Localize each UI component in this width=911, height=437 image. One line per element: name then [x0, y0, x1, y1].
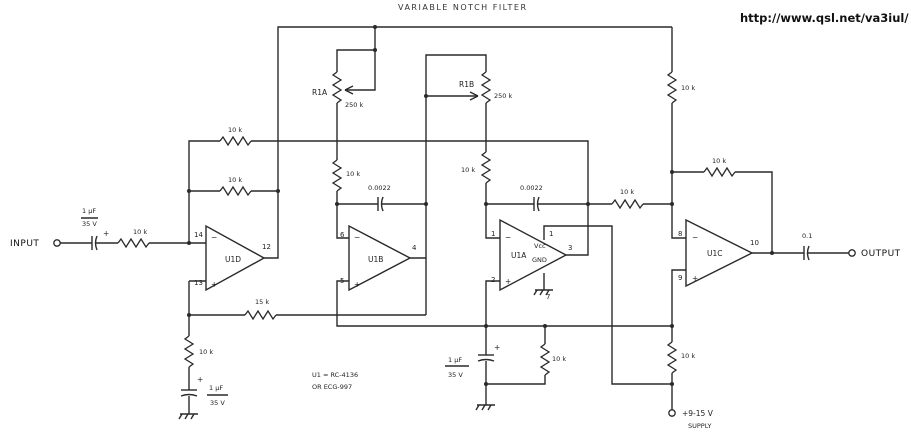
parts-note: U1 = RC-4136 OR ECG-997	[312, 371, 358, 391]
svg-text:U1A: U1A	[511, 251, 527, 260]
svg-text:+: +	[211, 280, 217, 289]
ground-symbol-3	[475, 404, 495, 411]
svg-text:0.0022: 0.0022	[368, 184, 391, 192]
svg-text:−: −	[211, 233, 217, 242]
opamp-u1d: − + U1D 14 13 12	[194, 224, 271, 292]
svg-text:R1A: R1A	[312, 88, 328, 97]
svg-text:OR ECG-997: OR ECG-997	[312, 383, 352, 391]
svg-text:35 V: 35 V	[448, 371, 463, 379]
u1c-input-resistor: 10 k	[611, 188, 644, 210]
bias-resistor: 10 k	[183, 335, 213, 368]
svg-text:U1C: U1C	[707, 249, 723, 258]
input-capacitor: 1 μF 35 V +	[81, 207, 109, 251]
svg-text:1: 1	[549, 230, 553, 238]
u1b-input-resistor: 10 k	[331, 159, 360, 192]
top-right-resistor: 10 k	[666, 71, 695, 104]
svg-text:10 k: 10 k	[133, 228, 147, 236]
svg-text:250 k: 250 k	[494, 92, 512, 100]
svg-text:+: +	[494, 343, 500, 352]
supply-voltage: +9-15 V	[682, 409, 714, 418]
u1a-input-resistor: 10 k	[461, 151, 492, 184]
divider-resistor: 10 k	[666, 341, 695, 374]
svg-text:10 k: 10 k	[552, 355, 566, 363]
svg-text:Vcc: Vcc	[534, 242, 546, 250]
diagram-title: VARIABLE NOTCH FILTER	[398, 3, 528, 12]
svg-text:35 V: 35 V	[210, 399, 225, 407]
u1c-feedback-resistor: 10 k	[703, 157, 736, 178]
feedback-resistor-1: 10 k	[219, 126, 252, 147]
ground-symbol-2	[533, 289, 553, 296]
svg-text:2: 2	[491, 276, 495, 284]
svg-text:15 k: 15 k	[255, 298, 269, 306]
svg-text:10: 10	[750, 239, 759, 247]
supply-label: SUPPLY	[688, 422, 711, 430]
svg-text:10 k: 10 k	[712, 157, 726, 165]
supply-capacitor: + 1 μF 35 V	[445, 343, 500, 379]
svg-text:GND: GND	[532, 256, 547, 264]
svg-text:3: 3	[568, 244, 572, 252]
svg-text:−: −	[354, 233, 360, 242]
svg-text:10 k: 10 k	[199, 348, 213, 356]
svg-text:U1 = RC-4136: U1 = RC-4136	[312, 371, 358, 379]
svg-text:+: +	[354, 280, 360, 289]
svg-text:10 k: 10 k	[681, 84, 695, 92]
potentiometer-r1b: R1B 250 k	[459, 71, 512, 104]
input-resistor: 10 k	[117, 228, 150, 249]
opamp-u1a: − + U1A Vcc GND 1 2 3 1 7	[491, 218, 572, 301]
svg-text:+: +	[505, 277, 511, 286]
svg-text:10 k: 10 k	[228, 176, 242, 184]
svg-text:35 V: 35 V	[82, 220, 97, 228]
svg-text:10 k: 10 k	[681, 352, 695, 360]
svg-text:1 μF: 1 μF	[448, 356, 462, 364]
resistor-15k: 15 k	[244, 298, 277, 321]
supply-resistor: 10 k	[539, 343, 566, 376]
svg-text:10 k: 10 k	[461, 166, 475, 174]
output-label: OUTPUT	[861, 249, 901, 259]
bias-capacitor: + 1 μF 35 V	[180, 375, 228, 407]
svg-text:1: 1	[491, 230, 495, 238]
svg-text:U1D: U1D	[225, 255, 241, 264]
output-terminal: OUTPUT	[848, 249, 901, 259]
svg-text:10 k: 10 k	[228, 126, 242, 134]
svg-text:6: 6	[340, 231, 345, 239]
svg-text:10 k: 10 k	[346, 170, 360, 178]
svg-text:1 μF: 1 μF	[209, 384, 223, 392]
svg-text:0.1: 0.1	[802, 232, 812, 240]
input-terminal: INPUT	[10, 239, 61, 249]
input-label: INPUT	[10, 239, 39, 249]
svg-text:−: −	[692, 233, 698, 242]
svg-text:14: 14	[194, 231, 203, 239]
svg-text:−: −	[505, 233, 511, 242]
svg-text:13: 13	[194, 279, 203, 287]
supply-terminal: +9-15 V SUPPLY	[668, 409, 714, 430]
svg-text:+: +	[692, 274, 698, 283]
svg-text:12: 12	[262, 243, 271, 251]
svg-text:1 μF: 1 μF	[82, 207, 96, 215]
svg-text:0.0022: 0.0022	[520, 184, 543, 192]
output-capacitor: 0.1	[802, 232, 812, 261]
svg-text:R1B: R1B	[459, 80, 474, 89]
svg-text:4: 4	[412, 244, 417, 252]
opamp-u1c: − + U1C 8 9 10	[678, 218, 759, 288]
svg-text:+: +	[197, 375, 203, 384]
u1a-capacitor: 0.0022	[520, 184, 543, 212]
opamp-u1b: − + U1B 6 5 4	[340, 224, 417, 292]
feedback-resistor-2: 10 k	[219, 176, 252, 197]
ground-symbol-1	[178, 413, 198, 420]
source-url: http://www.qsl.net/va3iul/	[740, 11, 909, 25]
svg-text:250 k: 250 k	[345, 101, 363, 109]
svg-text:8: 8	[678, 230, 682, 238]
potentiometer-r1a: R1A 250 k	[312, 50, 376, 109]
svg-text:9: 9	[678, 274, 682, 282]
svg-text:+: +	[103, 229, 109, 238]
u1b-capacitor: 0.0022	[368, 184, 391, 212]
svg-text:7: 7	[546, 293, 550, 301]
svg-text:10 k: 10 k	[620, 188, 634, 196]
svg-text:U1B: U1B	[368, 255, 383, 264]
